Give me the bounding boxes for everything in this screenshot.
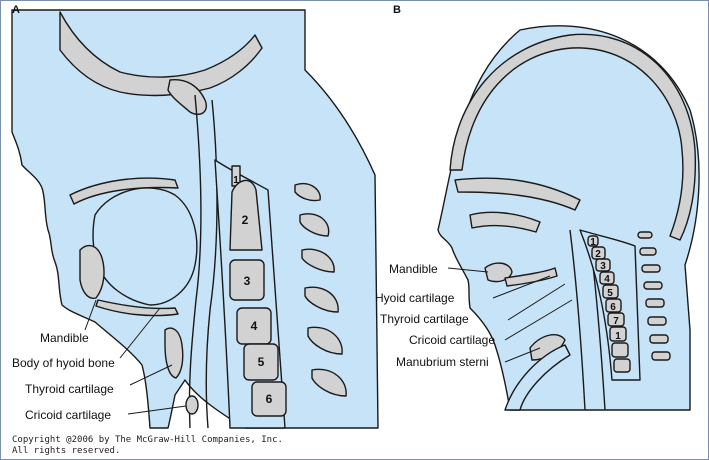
panel-a-vertebra-3: 3 xyxy=(244,274,251,288)
panel-b-vertebra-1: 1 xyxy=(590,237,596,248)
panel-a-vertebra-1: 1 xyxy=(233,175,239,186)
label-a-mandible: Mandible xyxy=(40,331,89,345)
panel-a-vertebra-5: 5 xyxy=(258,355,265,369)
panel-b-t2 xyxy=(612,343,628,357)
panel-b-vertebra-2: 2 xyxy=(595,249,601,260)
panel-b-letter: B xyxy=(393,4,401,16)
panel-b-vertebra-7: 7 xyxy=(613,316,619,327)
copyright-line-2: All rights reserved. xyxy=(12,446,283,457)
panel-b-vertebra-5: 5 xyxy=(607,288,613,299)
panel-b-vertebra-6: 6 xyxy=(610,302,616,313)
panel-b-vertebra-4: 4 xyxy=(604,274,610,285)
panel-b-t3 xyxy=(614,359,630,372)
copyright-line-1: Copyright @2006 by The McGraw-Hill Compa… xyxy=(12,435,283,446)
panel-a-mandible-bone xyxy=(80,246,104,299)
label-b-thyroid: Thyroid cartilage xyxy=(380,312,469,326)
panel-b-illustration xyxy=(438,26,699,410)
panel-a-vertebra-2: 2 xyxy=(242,213,249,227)
label-a-cricoid: Cricoid cartilage xyxy=(25,408,111,422)
panel-a-letter: A xyxy=(12,4,20,16)
label-a-hyoid: Body of hyoid bone xyxy=(12,356,115,370)
label-b-cricoid: Cricoid cartilage xyxy=(409,333,495,347)
panel-a-cricoid-shape xyxy=(186,396,198,414)
label-a-thyroid: Thyroid cartilage xyxy=(25,382,114,396)
panel-a-vertebra-4: 4 xyxy=(251,319,258,333)
panel-b-vertebra-3: 3 xyxy=(600,261,606,272)
label-b-mandible: Mandible xyxy=(389,262,438,276)
panel-a-labels: Mandible Body of hyoid bone Thyroid cart… xyxy=(12,331,115,422)
copyright-notice: Copyright @2006 by The McGraw-Hill Compa… xyxy=(12,435,283,457)
label-b-manubrium: Manubrium sterni xyxy=(396,355,489,369)
label-b-hyoid: Hyoid cartilage xyxy=(375,291,455,305)
panel-a-vertebra-6: 6 xyxy=(266,392,273,406)
panel-b-vertebra-t1: 1 xyxy=(615,331,621,342)
